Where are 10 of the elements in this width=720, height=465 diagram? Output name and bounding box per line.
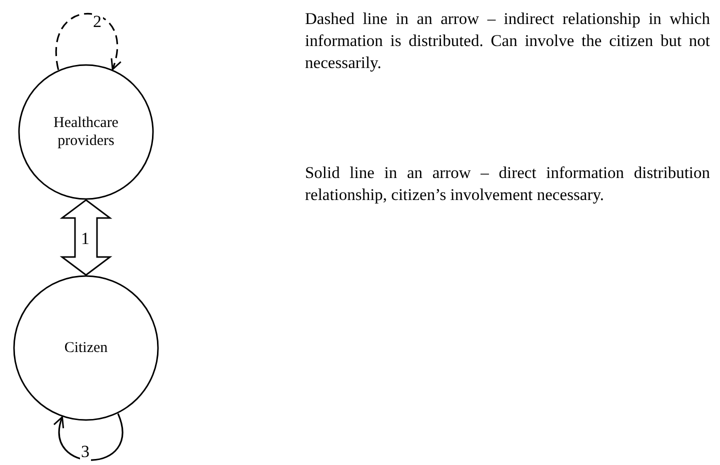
note-text: Dashed line in an arrow – indirect relationship in which information is distributed. Can involve the citizen but not necessarily. [305, 8, 710, 74]
node-label: Healthcare providers [52, 114, 120, 150]
circle-node [13, 275, 159, 421]
node-label: Citizen [63, 339, 109, 357]
arrow [54, 413, 123, 461]
arrow [55, 12, 121, 70]
note-text: Solid line in an arrow – direct information distribution relationship, citizen’s involvement necessary. [305, 162, 710, 206]
circle-node [18, 64, 154, 200]
edge-label: 3 [80, 443, 90, 461]
arrow [60, 199, 112, 276]
